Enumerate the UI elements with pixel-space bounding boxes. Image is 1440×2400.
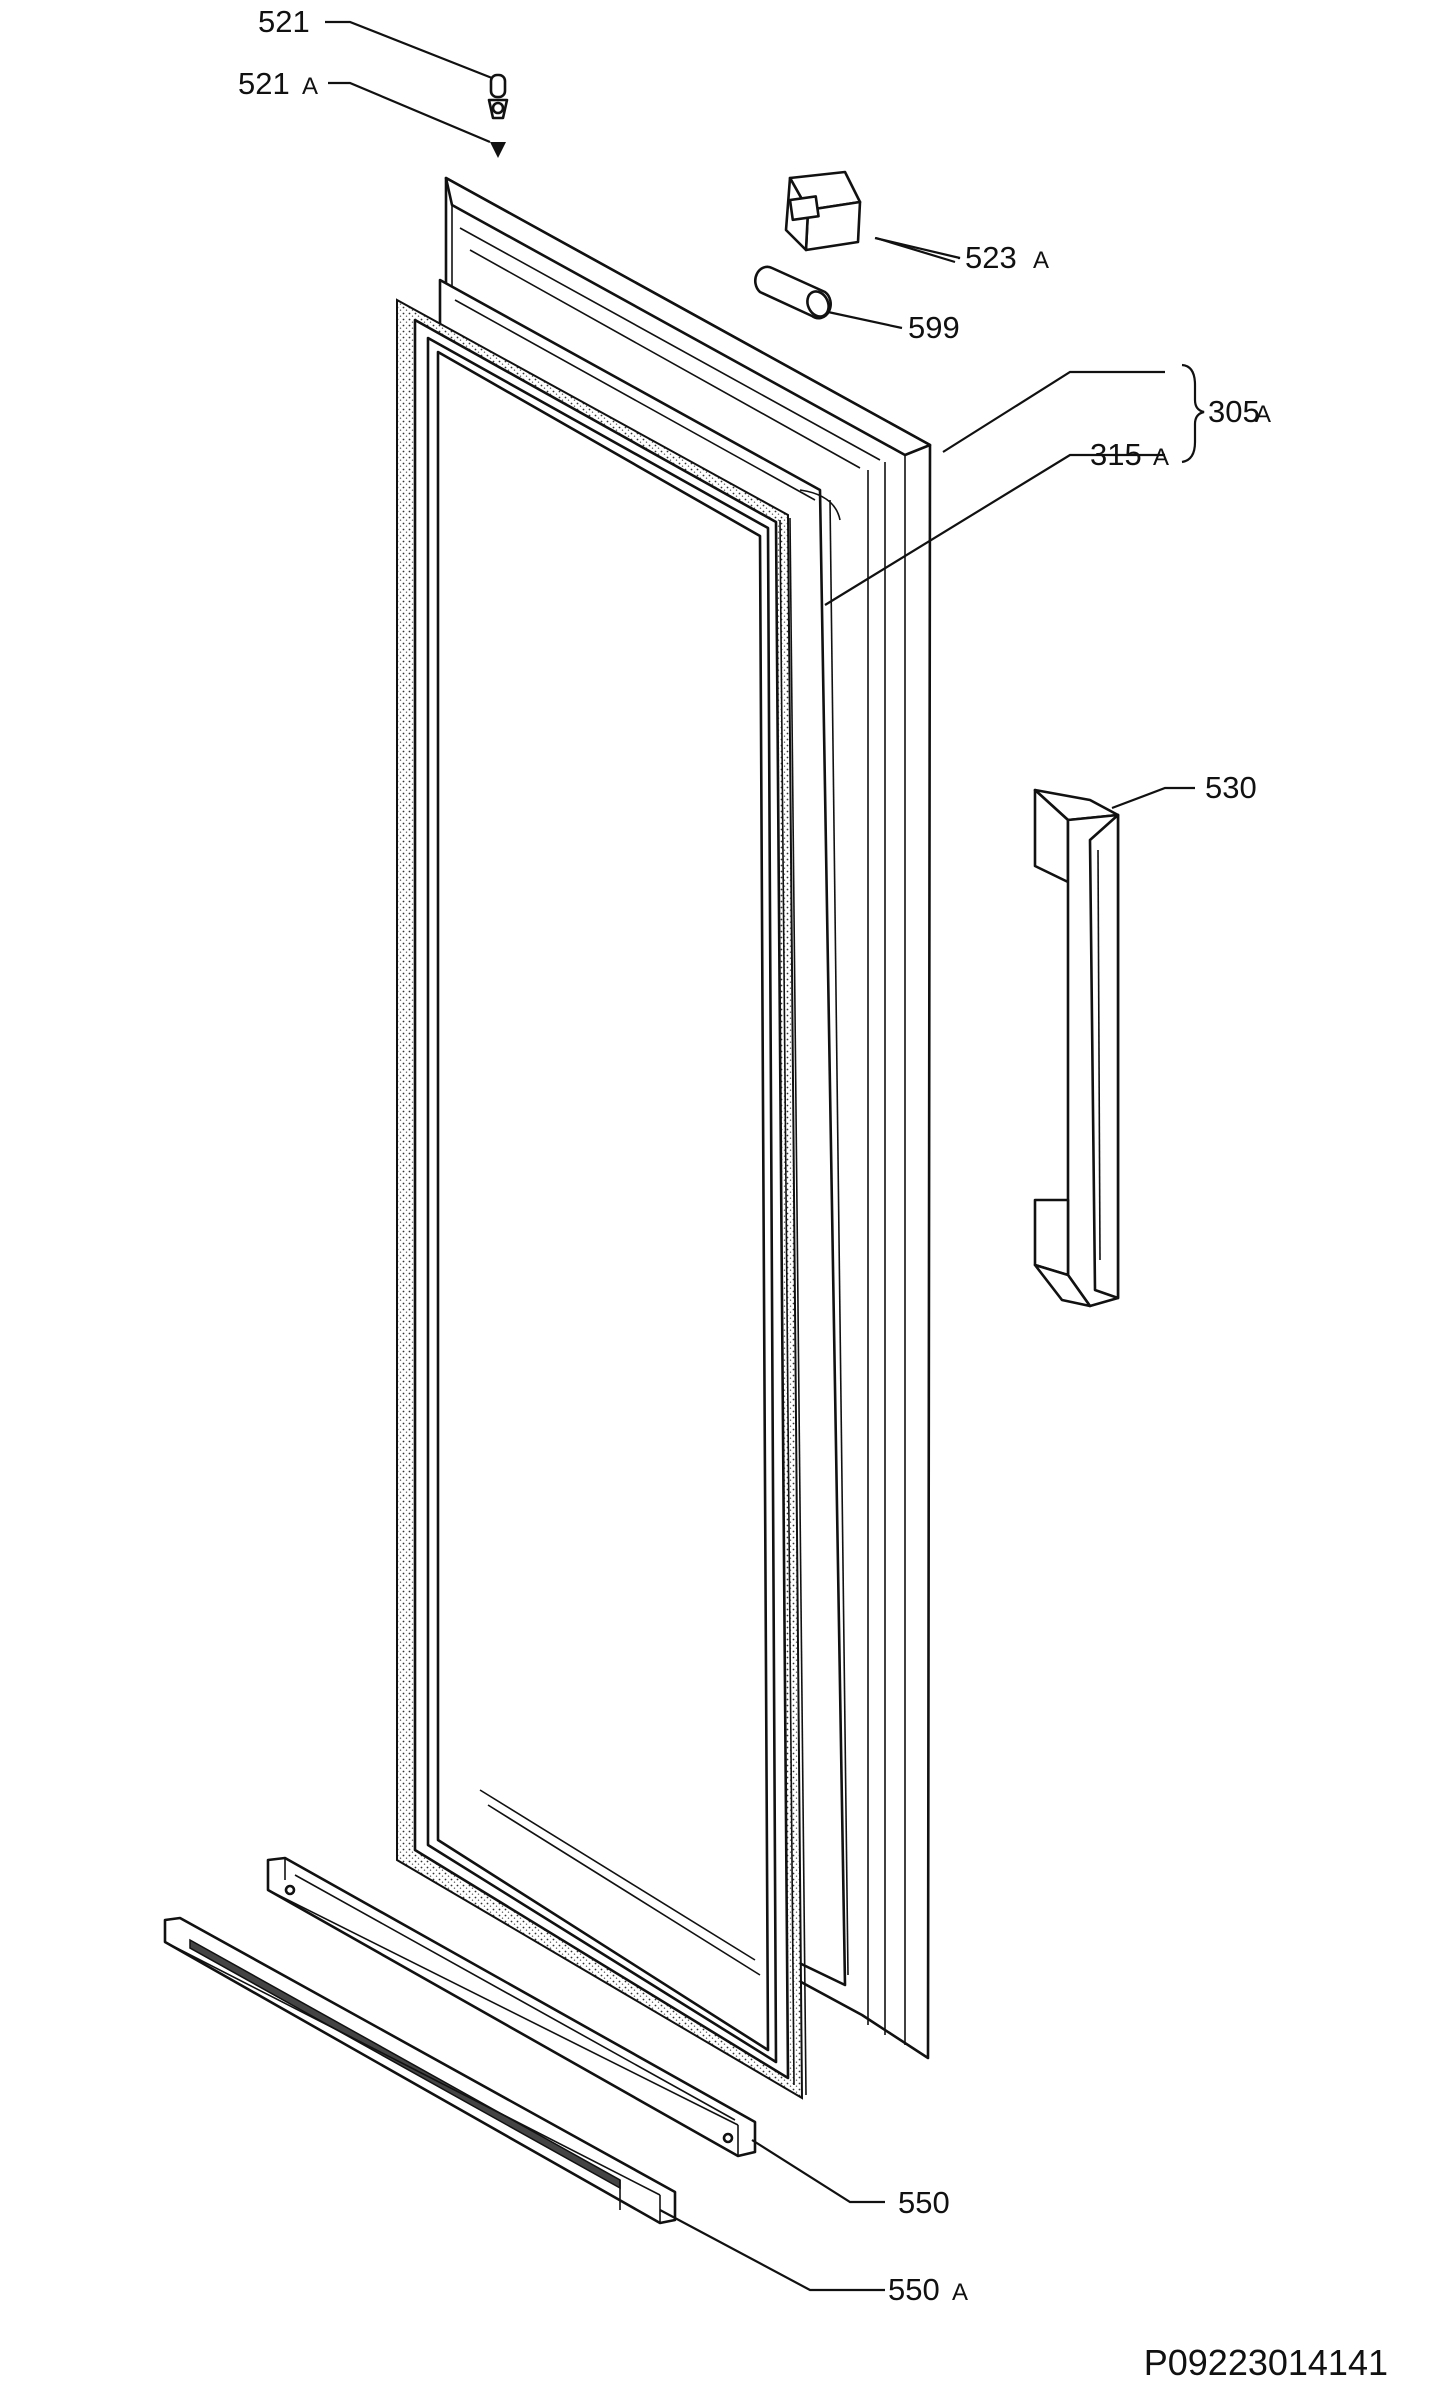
- svg-text:A: A: [1255, 401, 1271, 428]
- svg-text:A: A: [302, 73, 318, 100]
- svg-text:A: A: [1153, 444, 1169, 471]
- callout-523a: 523 A: [965, 240, 1049, 275]
- svg-text:521: 521: [238, 66, 290, 101]
- callout-521a: 521 A: [238, 66, 318, 101]
- svg-text:550: 550: [888, 2272, 940, 2307]
- svg-text:599: 599: [908, 310, 960, 345]
- hinge-sleeve: [753, 265, 832, 320]
- svg-text:305: 305: [1208, 394, 1260, 429]
- leader-lines: [325, 20, 1205, 2292]
- callout-521: 521: [258, 4, 310, 39]
- svg-text:A: A: [1033, 247, 1049, 274]
- svg-text:A: A: [952, 2279, 968, 2306]
- svg-text:530: 530: [1205, 770, 1257, 805]
- svg-text:521: 521: [258, 4, 310, 39]
- drawing-code: P09223014141: [1144, 2342, 1388, 2383]
- callout-305a: 305 A: [1208, 394, 1271, 429]
- callout-530: 530: [1205, 770, 1257, 805]
- hinge-cover: [784, 170, 862, 252]
- door-handle: [1033, 788, 1120, 1308]
- svg-text:550: 550: [898, 2185, 950, 2220]
- door-gasket: [396, 298, 807, 2100]
- callout-550a: 550 A: [888, 2272, 968, 2307]
- callout-550: 550: [898, 2185, 950, 2220]
- callout-315a: 315 A: [1090, 437, 1169, 472]
- hinge-pin: [487, 73, 509, 120]
- bottom-trim: [266, 1856, 757, 2158]
- svg-text:315: 315: [1090, 437, 1142, 472]
- callout-599: 599: [908, 310, 960, 345]
- hinge-bushing: [490, 142, 506, 158]
- svg-text:523: 523: [965, 240, 1017, 275]
- bottom-trim-profile: [163, 1916, 677, 2225]
